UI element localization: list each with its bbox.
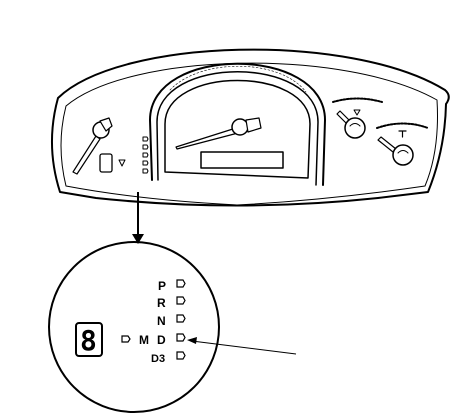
tachometer-needle <box>72 135 101 175</box>
zoom-callout-arrow <box>132 192 144 244</box>
speedometer <box>149 62 326 186</box>
temperature-gauge-hub-inner <box>397 150 409 154</box>
cluster-dot <box>142 152 149 158</box>
cluster-dot <box>142 160 149 166</box>
fuel-gauge <box>332 97 383 139</box>
odometer-display <box>200 151 284 169</box>
temperature-gauge-scale <box>376 122 429 129</box>
mode-label: M <box>139 333 149 347</box>
d-lamp-pointer-line <box>191 340 297 355</box>
instrument-cluster <box>51 48 450 207</box>
speedometer-hub <box>231 118 249 136</box>
gear-label-p: P <box>158 279 166 293</box>
fuel-gauge-hub-inner <box>349 123 361 127</box>
gear-lamp-n <box>176 314 186 323</box>
speedometer-hub-tab <box>245 117 262 133</box>
speedometer-ring-hatch <box>169 66 307 93</box>
cluster-dot <box>142 168 149 174</box>
fuel-gauge-scale <box>332 97 383 103</box>
fuel-gauge-hub <box>344 117 366 139</box>
cluster-inner-bezel <box>60 62 438 206</box>
temperature-gauge-mark <box>398 130 407 138</box>
tachometer <box>72 117 126 175</box>
segment-display-digit: 8 <box>80 324 97 357</box>
zoom-arrow-head <box>132 234 144 244</box>
gear-label-d: D <box>157 333 166 347</box>
gear-lamp-d <box>176 333 186 342</box>
temperature-gauge-needle <box>377 136 397 153</box>
gear-lamps <box>176 279 186 360</box>
detail-circle <box>48 241 220 413</box>
cluster-small-gear-display <box>99 153 113 173</box>
cluster-dot <box>142 136 149 142</box>
cluster-dot <box>142 144 149 150</box>
gear-label-r: R <box>157 296 166 310</box>
speedometer-needle <box>175 127 239 150</box>
cluster-gear-indicator-dots <box>142 136 149 174</box>
gear-indicator-detail: 8 M P R N D D3 <box>48 241 297 413</box>
temperature-gauge-hub <box>392 144 414 166</box>
gear-label-d3: D3 <box>151 353 165 365</box>
d-lamp-pointer-head <box>187 337 197 344</box>
speedometer-outer-ring <box>149 62 326 186</box>
segment-display-frame <box>75 322 103 357</box>
gear-lamp-d3 <box>176 351 186 360</box>
gear-lamp-p <box>176 279 186 288</box>
cluster-outer-outline <box>51 48 450 207</box>
gear-lamp-r <box>176 296 186 305</box>
tachometer-hub-tab <box>99 117 113 132</box>
fuel-gauge-mark <box>353 109 361 116</box>
speedometer-dial-face <box>164 79 311 179</box>
cluster-small-indicator <box>118 159 126 167</box>
gear-label-n: N <box>157 314 166 328</box>
mode-indicator-lamp <box>121 335 131 343</box>
temperature-gauge <box>376 122 429 166</box>
speedometer-ring-2 <box>156 71 319 186</box>
